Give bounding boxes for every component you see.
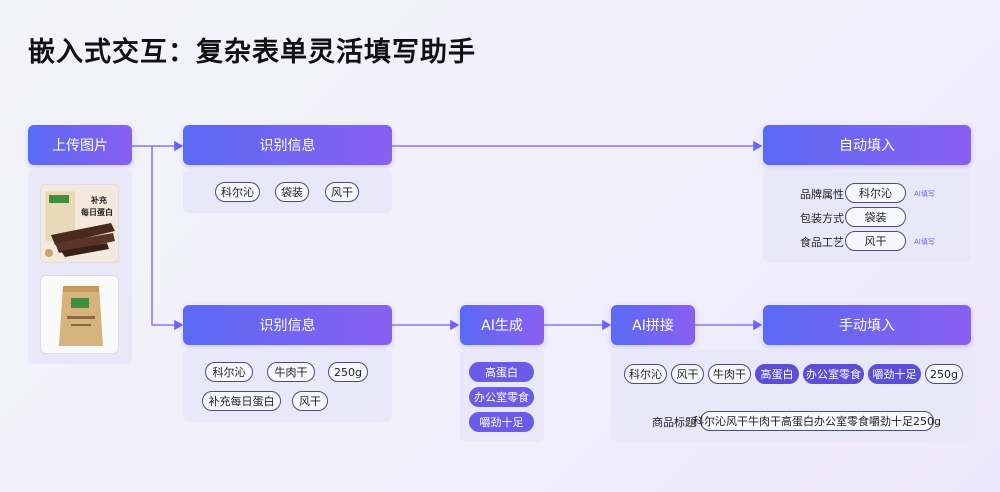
splice-chip[interactable]: 250g bbox=[925, 364, 963, 384]
form-field-package[interactable]: 袋装 bbox=[845, 207, 906, 227]
ai-generated-chip[interactable]: 嚼劲十足 bbox=[469, 412, 534, 432]
manual-fill-label: 手动填入 bbox=[839, 318, 895, 334]
product-image-1: 补充 每日蛋白 bbox=[40, 184, 119, 263]
recognize-top-label: 识别信息 bbox=[259, 138, 316, 154]
product-title-field[interactable]: 科尔沁风干牛肉干高蛋白办公室零食嚼劲十足250g bbox=[693, 411, 941, 431]
beef-jerky-illustration: 补充 每日蛋白 bbox=[45, 191, 115, 257]
arrow-upload-recognize-bottom bbox=[151, 146, 184, 331]
recognize-bottom-chip[interactable]: 科尔沁 bbox=[205, 362, 253, 382]
recognize-bottom-node[interactable]: 识别信息 bbox=[183, 305, 392, 345]
recognize-top-node[interactable]: 识别信息 bbox=[183, 125, 392, 165]
form-label-package: 包装方式 bbox=[800, 212, 844, 225]
splice-chip-ai[interactable]: 嚼劲十足 bbox=[868, 364, 921, 384]
recognize-top-chip[interactable]: 袋装 bbox=[275, 182, 309, 202]
ai-generate-label: AI生成 bbox=[481, 318, 523, 334]
form-field-process[interactable]: 风干 bbox=[845, 231, 906, 251]
svg-text:每日蛋白: 每日蛋白 bbox=[81, 207, 113, 217]
page-title: 嵌入式交互：复杂表单灵活填写助手 bbox=[28, 37, 476, 68]
upload-node-label: 上传图片 bbox=[52, 138, 108, 154]
upload-node[interactable]: 上传图片 bbox=[28, 125, 132, 165]
ai-generated-chip[interactable]: 高蛋白 bbox=[469, 362, 534, 382]
recognize-bottom-chip[interactable]: 风干 bbox=[292, 391, 328, 411]
recognize-bottom-chip[interactable]: 牛肉干 bbox=[267, 362, 315, 382]
auto-fill-label: 自动填入 bbox=[839, 138, 895, 154]
form-label-brand: 品牌属性 bbox=[800, 188, 844, 201]
ai-generate-node[interactable]: AI生成 bbox=[460, 305, 544, 345]
recognize-top-chip[interactable]: 科尔沁 bbox=[215, 182, 260, 202]
ai-generated-chip[interactable]: 办公室零食 bbox=[469, 387, 534, 407]
form-field-brand[interactable]: 科尔沁 bbox=[845, 183, 906, 203]
ai-fill-tag: AI填写 bbox=[914, 190, 935, 198]
splice-chip-ai[interactable]: 办公室零食 bbox=[803, 364, 864, 384]
ai-fill-tag: AI填写 bbox=[914, 238, 935, 246]
manual-fill-node[interactable]: 手动填入 bbox=[763, 305, 971, 345]
splice-chip[interactable]: 牛肉干 bbox=[708, 364, 751, 384]
splice-chip-ai[interactable]: 高蛋白 bbox=[755, 364, 799, 384]
form-label-process: 食品工艺 bbox=[800, 236, 844, 249]
splice-chip[interactable]: 科尔沁 bbox=[624, 364, 667, 384]
auto-fill-node[interactable]: 自动填入 bbox=[763, 125, 971, 165]
product-image-2 bbox=[40, 275, 119, 354]
ai-splice-label: AI拼接 bbox=[632, 318, 674, 334]
recognize-bottom-chip[interactable]: 250g bbox=[328, 362, 368, 382]
svg-text:补充: 补充 bbox=[90, 195, 107, 205]
recognize-top-chip[interactable]: 风干 bbox=[325, 182, 359, 202]
product-title-label: 商品标题 bbox=[652, 416, 696, 429]
splice-chip[interactable]: 风干 bbox=[671, 364, 704, 384]
ai-splice-node[interactable]: AI拼接 bbox=[611, 305, 695, 345]
kraft-bag-illustration bbox=[59, 286, 103, 346]
recognize-bottom-label: 识别信息 bbox=[259, 318, 316, 334]
recognize-bottom-chip[interactable]: 补充每日蛋白 bbox=[202, 391, 281, 411]
recognize-bottom-panel bbox=[183, 350, 392, 422]
